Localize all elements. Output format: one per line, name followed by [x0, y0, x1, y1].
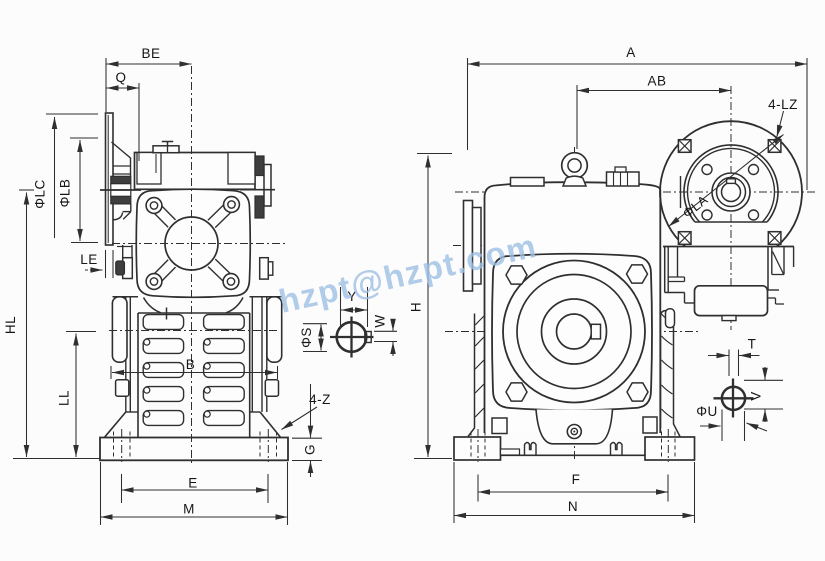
svg-text:Q: Q	[115, 70, 126, 85]
svg-text:T: T	[748, 337, 757, 352]
svg-text:A: A	[626, 45, 636, 60]
svg-text:V: V	[749, 391, 764, 401]
svg-text:HL: HL	[3, 316, 18, 334]
svg-text:LE: LE	[80, 252, 98, 267]
svg-text:W: W	[373, 314, 388, 327]
svg-text:F: F	[572, 472, 581, 487]
svg-text:G: G	[303, 444, 318, 455]
svg-text:M: M	[183, 502, 195, 517]
svg-text:AB: AB	[647, 74, 666, 89]
svg-text:LL: LL	[57, 390, 72, 406]
svg-text:ΦLB: ΦLB	[58, 179, 73, 208]
svg-text:B: B	[186, 357, 196, 372]
svg-text:ΦU: ΦU	[696, 404, 718, 419]
svg-text:E: E	[188, 476, 198, 491]
svg-text:BE: BE	[141, 46, 160, 61]
svg-text:Y: Y	[347, 289, 357, 304]
svg-text:H: H	[409, 302, 424, 312]
svg-text:ΦLC: ΦLC	[33, 179, 48, 209]
svg-text:N: N	[568, 499, 578, 514]
svg-text:ΦS: ΦS	[299, 327, 314, 348]
svg-text:4-LZ: 4-LZ	[768, 97, 798, 112]
svg-text:4-Z: 4-Z	[309, 392, 331, 407]
